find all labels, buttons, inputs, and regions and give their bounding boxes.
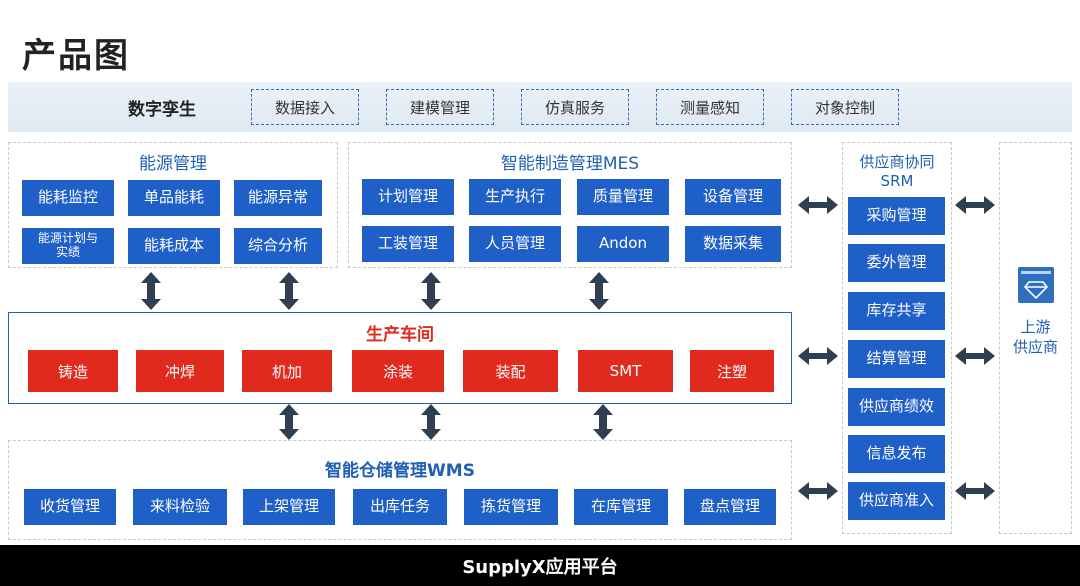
supplier-diamond-icon xyxy=(1018,267,1054,303)
double-arrow-vertical-icon xyxy=(421,404,441,440)
srm-title-line2: SRM xyxy=(880,171,914,190)
upstream-line1: 上游 xyxy=(1020,318,1051,336)
energy-item-plan[interactable]: 能源计划与 实绩 xyxy=(22,228,114,264)
srm-item-outsourcing[interactable]: 委外管理 xyxy=(848,244,945,282)
wms-item-picking[interactable]: 拣货管理 xyxy=(464,489,558,525)
mes-item-andon[interactable]: Andon xyxy=(577,226,669,262)
digital-twin-label: 数字孪生 xyxy=(128,100,196,120)
wms-panel-title: 智能仓储管理WMS xyxy=(325,461,475,481)
srm-item-supplier-access[interactable]: 供应商准入 xyxy=(848,482,945,520)
wms-item-inspection[interactable]: 来料检验 xyxy=(133,489,227,525)
workshop-item-assembly[interactable]: 装配 xyxy=(463,350,558,392)
mes-item-quality[interactable]: 质量管理 xyxy=(577,179,669,215)
energy-item-monitor[interactable]: 能耗监控 xyxy=(22,180,114,216)
mes-item-execution[interactable]: 生产执行 xyxy=(469,179,561,215)
double-arrow-vertical-icon xyxy=(589,272,609,310)
double-arrow-horizontal-icon xyxy=(955,482,995,500)
wms-item-putaway[interactable]: 上架管理 xyxy=(243,489,335,525)
energy-item-cost[interactable]: 能耗成本 xyxy=(128,228,220,264)
upstream-supplier-panel xyxy=(999,142,1072,534)
twin-item-data-access[interactable]: 数据接入 xyxy=(251,89,359,125)
workshop-item-casting[interactable]: 铸造 xyxy=(28,350,118,392)
energy-item-analysis[interactable]: 综合分析 xyxy=(234,228,322,264)
double-arrow-horizontal-icon xyxy=(955,196,995,214)
platform-footer: SupplyX应用平台 xyxy=(0,545,1080,586)
energy-panel-title: 能源管理 xyxy=(139,154,207,174)
srm-item-settlement[interactable]: 结算管理 xyxy=(848,340,945,378)
double-arrow-vertical-icon xyxy=(279,272,299,310)
mes-item-personnel[interactable]: 人员管理 xyxy=(469,226,561,262)
wms-item-stocktaking[interactable]: 盘点管理 xyxy=(684,489,776,525)
mes-panel-title: 智能制造管理MES xyxy=(500,154,640,174)
double-arrow-vertical-icon xyxy=(593,404,613,440)
mes-item-equipment[interactable]: 设备管理 xyxy=(685,179,781,215)
workshop-title: 生产车间 xyxy=(366,325,434,345)
upstream-supplier-label: 上游 供应商 xyxy=(999,318,1072,357)
mes-item-data-collection[interactable]: 数据采集 xyxy=(685,226,781,262)
srm-panel-title: 供应商协同 SRM xyxy=(842,153,952,191)
wms-item-in-stock[interactable]: 在库管理 xyxy=(574,489,668,525)
double-arrow-horizontal-icon xyxy=(955,347,995,365)
twin-item-control[interactable]: 对象控制 xyxy=(791,89,899,125)
twin-item-simulation[interactable]: 仿真服务 xyxy=(521,89,629,125)
srm-item-procurement[interactable]: 采购管理 xyxy=(848,197,945,235)
srm-item-info-publish[interactable]: 信息发布 xyxy=(848,435,945,473)
workshop-item-machining[interactable]: 机加 xyxy=(242,350,332,392)
workshop-item-smt[interactable]: SMT xyxy=(578,350,673,392)
energy-item-anomaly[interactable]: 能源异常 xyxy=(234,180,322,216)
page-title: 产品图 xyxy=(22,36,130,76)
double-arrow-vertical-icon xyxy=(141,272,161,310)
srm-title-line1: 供应商协同 xyxy=(859,153,935,171)
wms-item-receiving[interactable]: 收货管理 xyxy=(24,489,116,525)
double-arrow-horizontal-icon xyxy=(798,196,838,214)
double-arrow-vertical-icon xyxy=(421,272,441,310)
twin-item-sensing[interactable]: 测量感知 xyxy=(656,89,764,125)
srm-item-supplier-performance[interactable]: 供应商绩效 xyxy=(848,388,945,426)
mes-item-plan[interactable]: 计划管理 xyxy=(362,179,454,215)
workshop-item-painting[interactable]: 涂装 xyxy=(352,350,444,392)
srm-item-inventory-sharing[interactable]: 库存共享 xyxy=(848,292,945,330)
workshop-item-injection[interactable]: 注塑 xyxy=(690,350,774,392)
upstream-line2: 供应商 xyxy=(1012,337,1058,356)
wms-item-outbound[interactable]: 出库任务 xyxy=(353,489,447,525)
twin-item-modeling[interactable]: 建模管理 xyxy=(386,89,494,125)
energy-item-unit-consumption[interactable]: 单品能耗 xyxy=(128,180,220,216)
mes-item-tooling[interactable]: 工装管理 xyxy=(362,226,454,262)
digital-twin-band xyxy=(8,82,1072,132)
double-arrow-horizontal-icon xyxy=(798,482,838,500)
double-arrow-vertical-icon xyxy=(279,404,299,440)
workshop-item-stamping-welding[interactable]: 冲焊 xyxy=(136,350,224,392)
double-arrow-horizontal-icon xyxy=(798,347,838,365)
